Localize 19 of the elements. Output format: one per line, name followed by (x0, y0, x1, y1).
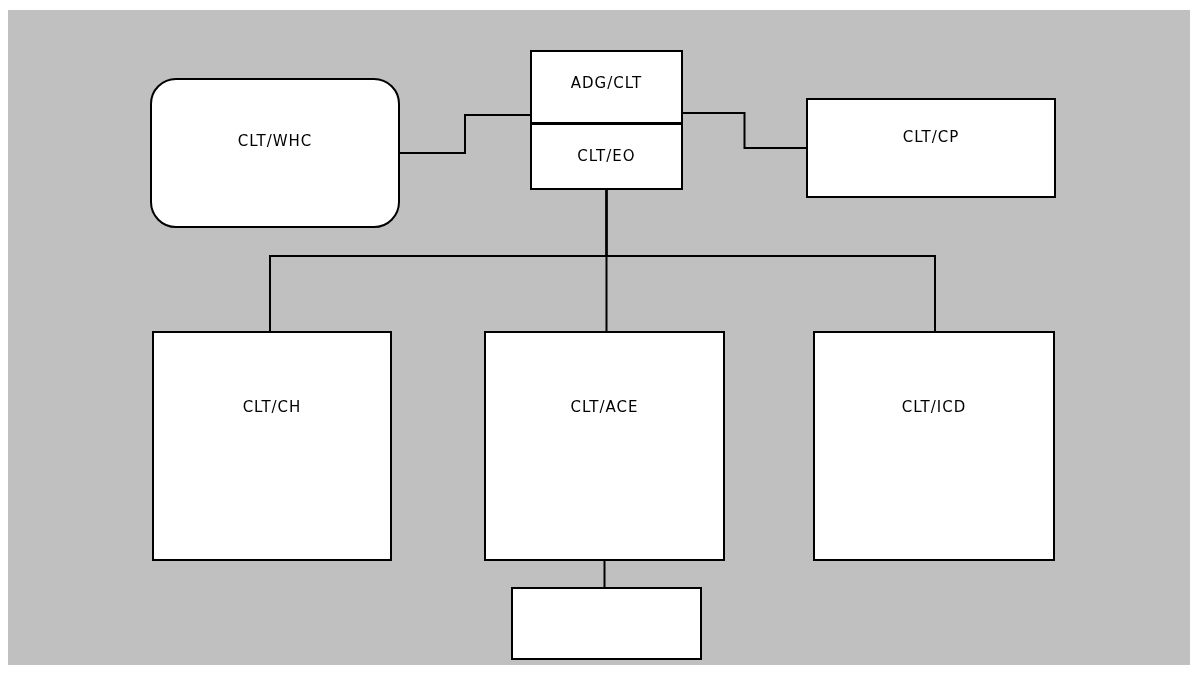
node-label: CLT/ACE (570, 398, 639, 418)
process-box (152, 331, 392, 561)
rounded-box (150, 78, 400, 228)
connector-line (399, 114, 531, 154)
node-label: CLT/CH (242, 398, 302, 418)
process-box (813, 331, 1055, 561)
process-box (530, 123, 683, 190)
node-label: CLT/EO (577, 147, 636, 167)
node-label: CLT/CP (902, 128, 960, 148)
connector-line (682, 112, 807, 149)
node-label: CLT/ICD (901, 398, 967, 418)
connector-line (605, 189, 936, 332)
connector-line (603, 560, 606, 588)
empty-box (511, 587, 702, 660)
process-box (484, 331, 725, 561)
process-box (806, 98, 1056, 198)
node-label: CLT/WHC (237, 132, 313, 152)
process-box (530, 50, 683, 124)
node-label: ADG/CLT (570, 74, 643, 94)
